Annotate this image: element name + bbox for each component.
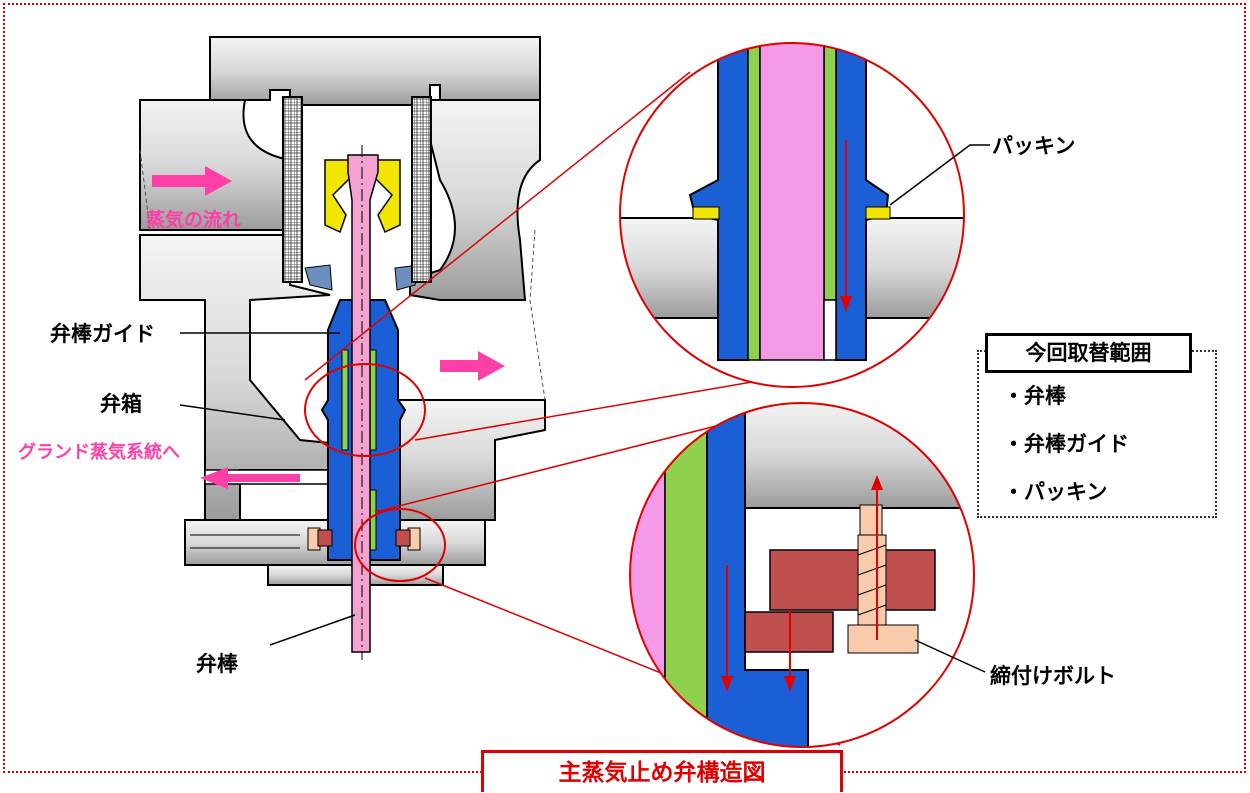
tightening-bolt (857, 534, 887, 626)
valve-stem-label: 弁棒 (196, 652, 238, 676)
valve-body (139, 36, 546, 660)
gland-steam-label: グランド蒸気系統へ (18, 442, 180, 463)
gland-follower (769, 549, 936, 611)
valve-stem-main (347, 154, 379, 653)
packing-strip-left (341, 349, 349, 451)
zoom-marker-bottom (354, 508, 446, 582)
packing-label: パッキン (992, 134, 1076, 158)
valve-box-label: 弁箱 (100, 392, 142, 416)
strainer-right (411, 96, 432, 283)
diagram-title: 主蒸気止め弁構造図 (481, 750, 843, 792)
packing-yellow-left (692, 206, 720, 220)
flow-arrows (152, 166, 505, 489)
packing-strip-lower (369, 489, 377, 551)
scope-item-guide: ・弁棒ガイド (1003, 432, 1129, 456)
zoom-detail-packing (619, 42, 965, 388)
flow-arrow-inlet (152, 166, 232, 196)
replacement-scope-box (977, 350, 1217, 518)
strainer-left (282, 96, 303, 283)
body-right (409, 99, 541, 301)
scope-item-packing: ・パッキン (1003, 480, 1108, 504)
replacement-scope-title: 今回取替範囲 (985, 333, 1192, 373)
leader-lines (179, 144, 990, 673)
flow-arrow-gland (200, 467, 300, 489)
bolt-label: 締付けボルト (990, 664, 1116, 688)
valve-guide-label: 弁棒ガイド (50, 322, 155, 346)
flow-arrow-outlet (440, 351, 505, 381)
zoom-marker-top (304, 363, 426, 457)
packing-yellow-right (865, 206, 891, 220)
steam-flow-label: 蒸気の流れ (146, 209, 242, 231)
bonnet (209, 36, 541, 106)
seat-left (304, 264, 333, 291)
scope-item-stem: ・弁棒 (1003, 384, 1066, 408)
zoom-detail-bolt (629, 402, 975, 748)
